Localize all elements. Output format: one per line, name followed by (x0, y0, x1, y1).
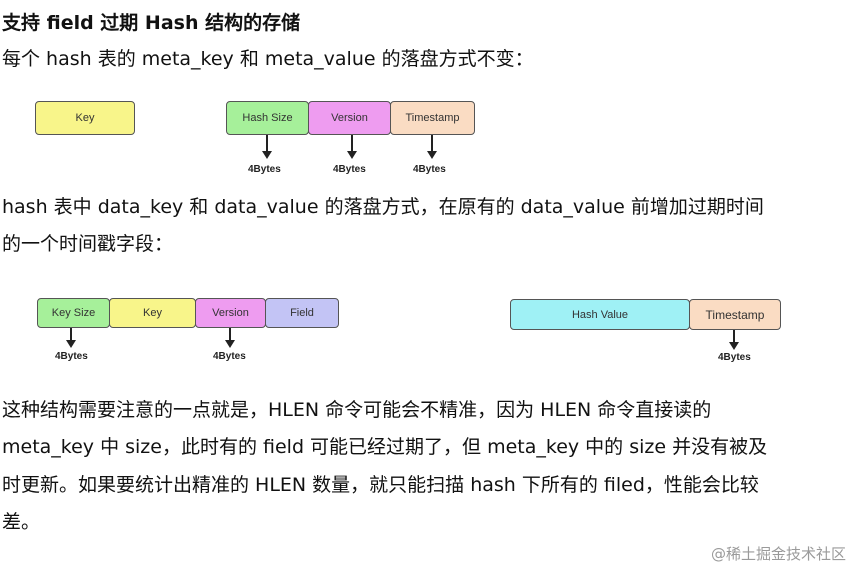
data-layout-paragraph-line-2: 的一个时间戳字段： (2, 233, 174, 255)
meta-version-box: Version (308, 101, 391, 135)
data-version-bytes-label: 4Bytes (213, 351, 246, 362)
field-box: Field (265, 298, 339, 328)
hash-size-box: Hash Size (226, 101, 309, 135)
hash-value-box: Hash Value (510, 299, 690, 330)
meta-timestamp-bytes-label: 4Bytes (413, 164, 446, 175)
note-paragraph-line-2: meta_key 中 size，此时有的 field 可能已经过期了，但 met… (2, 436, 768, 458)
note-paragraph-line-3: 时更新。如果要统计出精准的 HLEN 数量，就只能扫描 hash 下所有的 fi… (2, 474, 759, 496)
data-timestamp-box: Timestamp (689, 299, 781, 330)
data-version-arrow (223, 328, 237, 348)
key-size-arrow (64, 328, 78, 348)
key-size-bytes-label: 4Bytes (55, 351, 88, 362)
note-paragraph-line-4: 差。 (2, 511, 41, 533)
meta-key-box: Key (35, 101, 135, 135)
data-layout-paragraph-line-1: hash 表中 data_key 和 data_value 的落盘方式，在原有的… (2, 196, 764, 218)
meta-version-bytes-label: 4Bytes (333, 164, 366, 175)
watermark: @稀土掘金技术社区 (710, 545, 846, 563)
hash-size-arrow (260, 135, 274, 159)
meta-timestamp-box: Timestamp (390, 101, 475, 135)
data-timestamp-bytes-label: 4Bytes (718, 352, 751, 363)
section-title: 支持 field 过期 Hash 结构的存储 (2, 12, 301, 34)
hash-size-bytes-label: 4Bytes (248, 164, 281, 175)
intro-paragraph: 每个 hash 表的 meta_key 和 meta_value 的落盘方式不变… (2, 48, 534, 70)
data-key-box: Key (109, 298, 196, 328)
note-paragraph-line-1: 这种结构需要注意的一点就是，HLEN 命令可能会不精准，因为 HLEN 命令直接… (2, 399, 712, 421)
meta-timestamp-arrow (425, 135, 439, 159)
data-version-box: Version (195, 298, 266, 328)
key-size-box: Key Size (37, 298, 110, 328)
data-timestamp-arrow (727, 330, 741, 350)
meta-version-arrow (345, 135, 359, 159)
